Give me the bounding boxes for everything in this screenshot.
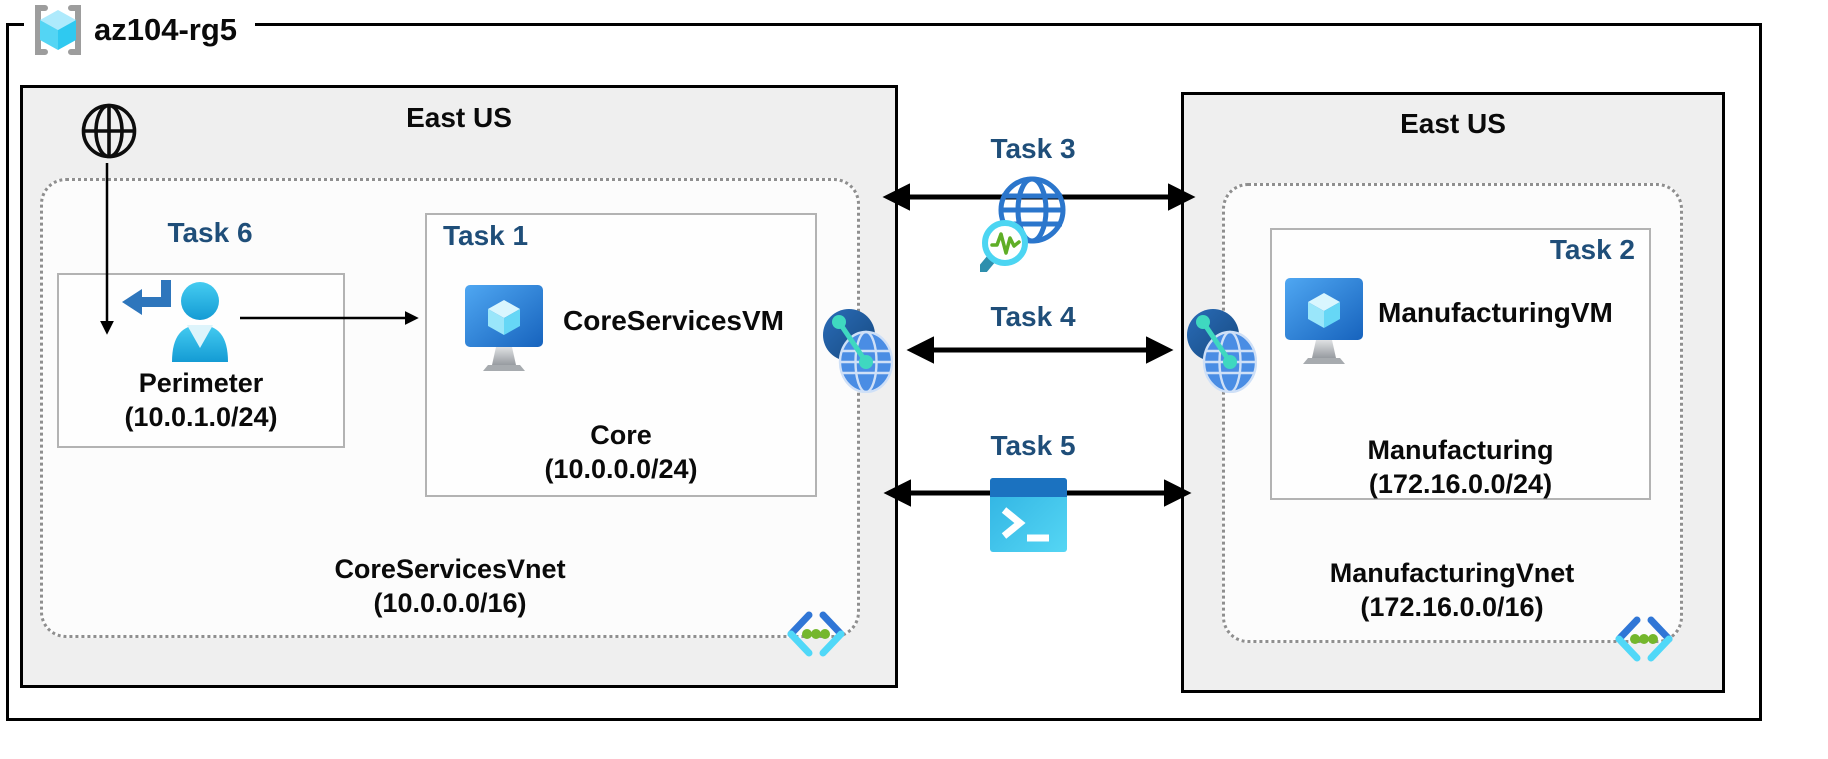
manufacturing-subnet-cidr: (172.16.0.0/24) — [1368, 469, 1553, 499]
perimeter-subnet-name: Perimeter — [138, 368, 264, 398]
vnet-peering-icon — [1187, 308, 1258, 394]
virtual-machine-icon — [465, 285, 543, 377]
manufacturing-subnet-name: Manufacturing — [1367, 435, 1554, 465]
perimeter-subnet-label: Perimeter (10.0.1.0/24) — [57, 366, 345, 434]
task5-label: Task 5 — [990, 430, 1076, 461]
manufacturing-vm-label: ManufacturingVM — [1378, 297, 1613, 328]
task2-label: Task 2 — [1549, 234, 1635, 265]
task3-label: Task 3 — [990, 133, 1076, 164]
core-subnet-cidr: (10.0.0.0/24) — [544, 454, 698, 484]
user-signin-icon — [120, 276, 240, 366]
virtual-machine-icon — [1285, 278, 1363, 370]
core-vnet-name: CoreServicesVnet — [334, 554, 566, 584]
internet-globe-icon — [80, 102, 138, 160]
resource-group-box — [6, 23, 1762, 721]
manufacturing-vnet-cidr: (172.16.0.0/16) — [1360, 592, 1544, 622]
resource-group-header: az104-rg5 — [24, 1, 256, 59]
virtual-network-icon — [786, 610, 846, 658]
network-watcher-icon — [977, 170, 1072, 275]
manufacturing-vnet-name: ManufacturingVnet — [1329, 558, 1575, 588]
manufacturing-vnet-label: ManufacturingVnet (172.16.0.0/16) — [1202, 556, 1702, 624]
manufacturing-subnet-label: Manufacturing (172.16.0.0/24) — [1270, 433, 1651, 501]
core-vnet-cidr: (10.0.0.0/16) — [373, 588, 527, 618]
perimeter-subnet-cidr: (10.0.1.0/24) — [124, 402, 278, 432]
task4-label: Task 4 — [990, 301, 1076, 332]
core-vnet-label: CoreServicesVnet (10.0.0.0/16) — [150, 552, 750, 620]
core-subnet-name: Core — [590, 420, 652, 450]
task1-label: Task 1 — [443, 220, 529, 251]
resource-group-name: az104-rg5 — [94, 12, 238, 47]
cloud-shell-icon — [990, 478, 1067, 552]
virtual-network-icon — [1614, 615, 1674, 663]
region-left-label: East US — [406, 102, 512, 133]
core-subnet-box — [425, 213, 817, 497]
core-subnet-label: Core (10.0.0.0/24) — [425, 418, 817, 486]
vnet-peering-icon — [823, 308, 894, 394]
task6-label: Task 6 — [167, 217, 253, 248]
resource-group-icon — [30, 3, 86, 57]
core-vm-label: CoreServicesVM — [563, 305, 785, 336]
region-right-label: East US — [1400, 108, 1506, 139]
